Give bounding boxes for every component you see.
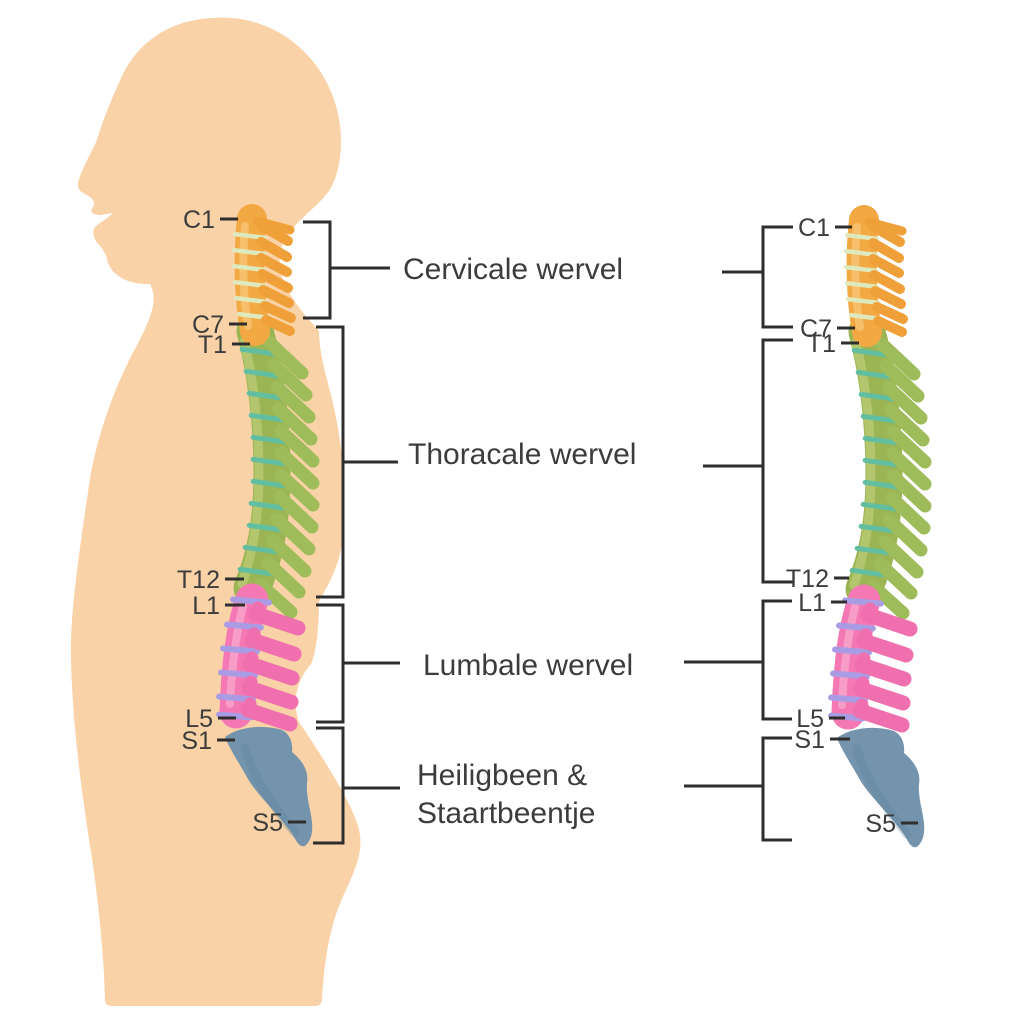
section-label-lumbar: Lumbale wervel bbox=[423, 649, 633, 682]
spine-right bbox=[831, 220, 925, 847]
section-label-sacral-line2: Staartbeentje bbox=[417, 797, 595, 830]
left-cervical-bracket bbox=[303, 220, 332, 320]
right-label-c7: C7 bbox=[800, 315, 832, 343]
left-label-l1: L1 bbox=[192, 592, 220, 620]
left-label-t12: T12 bbox=[177, 566, 220, 594]
body-outline-path bbox=[70, 17, 361, 1006]
left-label-s1: S1 bbox=[181, 727, 212, 755]
section-label-sacral-line1: Heiligbeen & bbox=[417, 759, 587, 792]
right-thoracic-bracket bbox=[761, 338, 793, 584]
left-label-c7: C7 bbox=[192, 311, 224, 339]
left-sacral-bracket bbox=[313, 726, 345, 845]
right-cervical-bracket bbox=[761, 225, 793, 329]
left-label-s5: S5 bbox=[252, 809, 283, 837]
right-lumbar-bracket bbox=[761, 599, 792, 721]
left-lumbar-bracket bbox=[316, 603, 345, 724]
right-label-s5: S5 bbox=[865, 810, 896, 838]
right-sacral-bracket bbox=[761, 736, 792, 842]
right-label-l5: L5 bbox=[796, 705, 824, 733]
right-label-c1: C1 bbox=[798, 214, 830, 242]
left-label-t1: T1 bbox=[198, 331, 227, 359]
left-label-l5: L5 bbox=[185, 705, 213, 733]
right-label-l1: L1 bbox=[798, 589, 826, 617]
annotation-lines bbox=[217, 217, 918, 845]
left-label-c1: C1 bbox=[183, 206, 215, 234]
diagram-labels: C1 C7 T1 T12 L1 L5 S1 S5 C1 C7 T1 T12 L1… bbox=[177, 206, 896, 838]
right-label-s1: S1 bbox=[794, 726, 825, 754]
body-silhouette bbox=[70, 17, 361, 1006]
section-label-cervical: Cervicale wervel bbox=[403, 253, 623, 286]
section-label-thoracic: Thoracale wervel bbox=[408, 438, 636, 471]
right-label-t12: T12 bbox=[786, 565, 829, 593]
right-label-t1: T1 bbox=[807, 330, 836, 358]
